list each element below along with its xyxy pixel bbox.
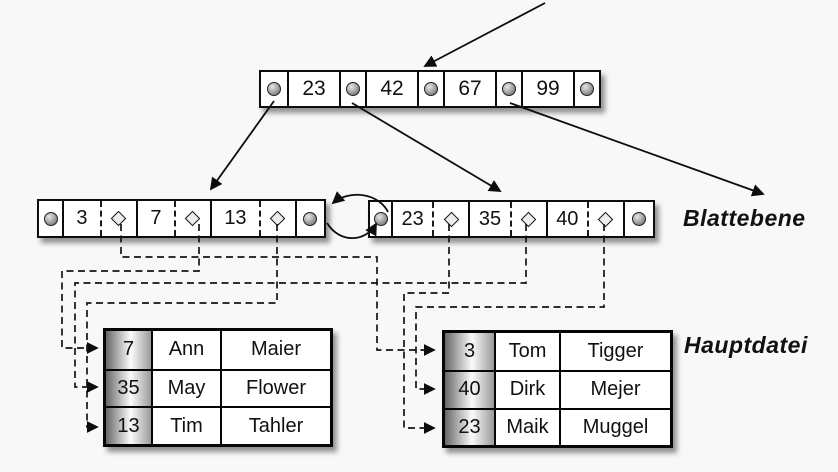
record-firstname: Dirk <box>494 370 559 408</box>
arrow-into-root <box>423 2 546 67</box>
arrow-root-to-offscreen-leaf <box>509 102 765 197</box>
leaf-node-right: 23 35 40 <box>368 200 655 238</box>
leaf-pointer-cell <box>625 202 653 236</box>
pointer-circle-icon <box>346 82 360 96</box>
record-lastname: Maier <box>220 331 330 369</box>
root-pointer-cell-1 <box>261 72 287 106</box>
root-pointer-cell-3 <box>417 72 443 106</box>
leaf-record-ref-cell <box>589 202 625 236</box>
record-key: 3 <box>445 333 494 371</box>
root-key-cell-4: 99 <box>521 72 573 106</box>
leaf-key-cell: 13 <box>212 201 261 236</box>
pointer-circle-icon <box>303 211 318 226</box>
pointer-circle-icon <box>631 212 646 226</box>
pointer-circle-icon <box>424 82 438 96</box>
leaf-key-cell: 40 <box>548 202 589 236</box>
main-file-table-left: 7 Ann Maier 35 May Flower 13 Tim Tahler <box>103 328 333 447</box>
root-pointer-cell-2 <box>339 72 365 106</box>
record-key: 7 <box>106 331 151 369</box>
root-pointer-cell-5 <box>573 72 599 106</box>
leaf-record-ref-cell <box>261 201 297 236</box>
record-firstname: Tim <box>151 406 220 444</box>
leaf-pointer-cell <box>297 201 324 236</box>
pointer-circle-icon <box>43 211 58 226</box>
root-key-1: 23 <box>302 77 326 100</box>
pointer-circle-icon <box>373 212 388 226</box>
record-lastname: Tahler <box>220 406 330 444</box>
root-key-2: 42 <box>380 77 404 100</box>
record-firstname: Tom <box>494 333 559 371</box>
leaf-key-cell: 7 <box>138 201 176 236</box>
leaf-key: 40 <box>556 207 579 230</box>
diamond-icon <box>520 211 537 227</box>
main-file-label: Hauptdatei <box>684 332 808 358</box>
pointer-circle-icon <box>267 82 281 96</box>
leaf-key: 7 <box>150 207 162 229</box>
leaf-key-cell: 35 <box>470 202 512 236</box>
leaf-key: 23 <box>401 207 424 230</box>
root-pointer-cell-4 <box>495 72 521 106</box>
diamond-icon <box>443 211 460 227</box>
pointer-circle-icon <box>580 82 594 96</box>
arrow-root-to-right-leaf <box>351 102 502 192</box>
diamond-icon <box>185 210 201 227</box>
leaf-key: 3 <box>76 207 88 229</box>
record-firstname: May <box>151 368 220 407</box>
main-file-table-right: 3 Tom Tigger 40 Dirk Mejer 23 Maik Mugge… <box>442 330 673 448</box>
record-lastname: Flower <box>220 368 330 407</box>
record-lastname: Tigger <box>559 333 670 371</box>
leaf-record-ref-cell <box>176 201 212 236</box>
root-key-4: 99 <box>536 77 560 100</box>
leaf-record-ref-cell <box>434 202 471 236</box>
leaf-key: 35 <box>478 207 502 230</box>
arrow-root-to-left-leaf <box>209 100 275 191</box>
root-key-cell-2: 42 <box>365 72 417 106</box>
leaf-pointer-cell <box>39 201 62 236</box>
leaf-key: 13 <box>224 207 247 229</box>
record-key: 40 <box>445 370 494 408</box>
leaf-record-ref-cell <box>512 202 548 236</box>
record-lastname: Muggel <box>559 407 670 445</box>
pointer-circle-icon <box>502 82 516 96</box>
leaf-key-cell: 23 <box>391 202 435 236</box>
record-key: 23 <box>445 407 494 445</box>
leaf-node-left: 3 7 13 <box>37 199 326 238</box>
record-firstname: Ann <box>151 331 220 369</box>
root-key-cell-3: 67 <box>443 72 495 106</box>
record-firstname: Maik <box>494 407 559 445</box>
root-key-cell-1: 23 <box>287 72 339 106</box>
diamond-icon <box>111 210 127 227</box>
leaf-key-cell: 3 <box>62 201 102 236</box>
leaf-pointer-cell <box>370 202 391 236</box>
diamond-icon <box>270 210 286 227</box>
record-key: 35 <box>106 368 151 407</box>
record-key: 13 <box>106 406 151 444</box>
leaf-record-ref-cell <box>102 201 138 236</box>
record-lastname: Mejer <box>559 370 670 408</box>
root-node: 23 42 67 99 <box>259 70 601 108</box>
diamond-icon <box>598 211 614 227</box>
leaf-level-label: Blattebene <box>683 205 806 231</box>
root-key-3: 67 <box>458 77 482 100</box>
